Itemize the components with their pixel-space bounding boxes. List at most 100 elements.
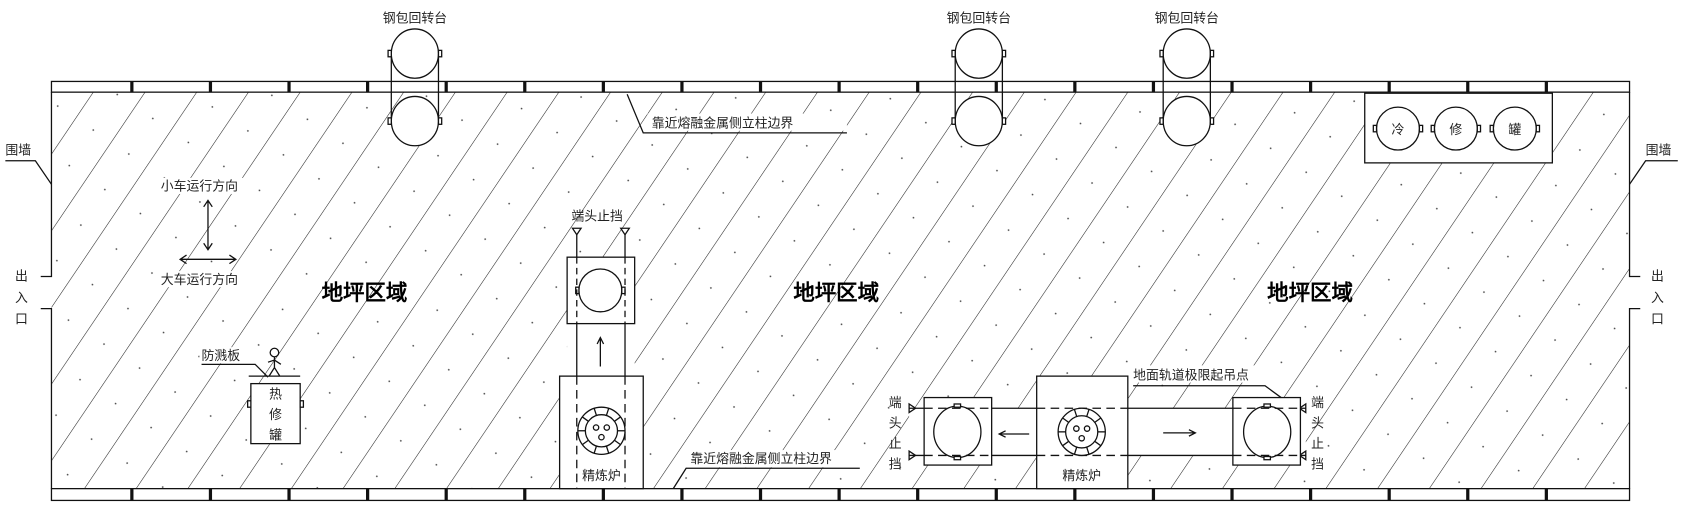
svg-text:修: 修	[1449, 123, 1462, 138]
column-mark	[1230, 488, 1234, 501]
refining-furnace-label: 精炼炉	[582, 469, 621, 484]
svg-text:入: 入	[15, 291, 28, 306]
furnace-icon	[577, 406, 626, 455]
column-mark	[444, 488, 448, 501]
hot-repair-tank	[250, 382, 301, 445]
svg-text:入: 入	[1651, 291, 1664, 306]
arrow-right-icon	[1163, 429, 1197, 437]
direction-arrows	[178, 199, 238, 265]
hot-repair-tank-label: 修	[269, 408, 282, 423]
column-marks	[130, 81, 1548, 501]
end-stop-label: 端头止挡	[571, 210, 622, 225]
ladle-turret-label: 钢包回转台	[947, 12, 1011, 27]
column-mark	[601, 488, 605, 501]
ground-track-limit-leader	[1133, 385, 1282, 399]
column-mark	[1230, 81, 1234, 93]
entrance-label-left: 出 入 口	[15, 270, 28, 328]
column-mark	[1387, 81, 1391, 93]
column-mark	[523, 81, 527, 93]
ground-track-limit-label: 地面轨道极限起吊点	[1133, 368, 1249, 383]
right-wall	[1628, 92, 1641, 489]
splash-guard-label: 防溅板	[202, 348, 241, 364]
svg-text:挡: 挡	[889, 457, 902, 472]
svg-text:端: 端	[1311, 396, 1324, 411]
end-stop-icon	[908, 402, 1307, 461]
column-mark	[994, 81, 998, 93]
svg-text:出: 出	[15, 270, 28, 285]
column-mark	[208, 81, 213, 93]
column-mark	[758, 488, 763, 501]
cold-repair-tank: 冷 修 罐	[1372, 106, 1541, 151]
ladle-turret	[387, 28, 443, 147]
column-mark	[523, 488, 527, 501]
column-mark	[130, 81, 134, 93]
hot-repair-tank-label: 罐	[269, 428, 282, 443]
crane-direction-label: 大车运行方向	[161, 272, 238, 288]
left-wall	[40, 92, 53, 489]
column-mark	[1308, 81, 1313, 93]
column-mark	[366, 81, 370, 93]
column-mark	[837, 488, 841, 501]
column-mark	[130, 488, 134, 501]
wall-label-right: 围墙	[1646, 143, 1672, 158]
column-mark	[994, 488, 998, 501]
column-mark	[1544, 488, 1548, 501]
column-boundary-label-top: 靠近熔融金属侧立柱边界	[652, 116, 794, 132]
svg-text:口: 口	[15, 313, 28, 328]
column-mark	[287, 81, 291, 93]
svg-text:口: 口	[1651, 313, 1664, 328]
entrance-label-right: 出 入 口	[1651, 270, 1664, 328]
svg-text:头: 头	[889, 417, 902, 432]
column-mark	[1387, 488, 1391, 501]
column-mark	[680, 488, 684, 501]
column-mark	[366, 488, 370, 501]
floor-area-label: 地坪区域	[322, 280, 408, 306]
svg-text:出: 出	[1651, 270, 1664, 285]
column-mark	[837, 81, 841, 93]
svg-text:止: 止	[1311, 437, 1324, 452]
column-mark	[1466, 81, 1470, 93]
ladle-turret-label: 钢包回转台	[383, 12, 447, 27]
end-stop-label-right: 端 头 止 挡	[1311, 396, 1324, 472]
refining-furnace-label: 精炼炉	[1062, 469, 1101, 484]
end-stop-icon	[571, 227, 631, 236]
column-mark	[287, 488, 291, 501]
svg-text:罐: 罐	[1508, 123, 1521, 138]
column-mark	[916, 488, 920, 501]
wall-leader-right	[1629, 160, 1678, 185]
arrow-left-icon	[997, 430, 1030, 438]
arrow-up-icon	[596, 336, 605, 367]
column-mark	[444, 81, 448, 93]
column-boundary-leader-bottom	[672, 467, 860, 489]
floor-area-label: 地坪区域	[1267, 280, 1353, 306]
hot-repair-tank-label: 热	[269, 388, 282, 403]
person-icon	[267, 347, 282, 377]
ladle-turret-label: 钢包回转台	[1155, 12, 1219, 27]
column-mark	[1151, 488, 1156, 501]
end-stop-label-left: 端 头 止 挡	[889, 396, 902, 472]
svg-text:止: 止	[889, 437, 902, 452]
column-mark	[1466, 488, 1470, 501]
ladle-turret	[951, 28, 1007, 147]
furnace-icon	[1057, 407, 1106, 457]
column-mark	[1308, 488, 1313, 501]
wall-leader-left	[5, 160, 52, 185]
column-mark	[1544, 81, 1548, 93]
column-mark	[601, 81, 605, 93]
svg-text:冷: 冷	[1392, 123, 1405, 138]
splash-guard-leader	[201, 363, 269, 378]
column-boundary-leader-top	[626, 94, 847, 134]
svg-text:头: 头	[1311, 417, 1324, 432]
trolley-direction-label: 小车运行方向	[161, 179, 238, 195]
wall-label-left: 围墙	[5, 143, 31, 158]
column-mark	[916, 81, 920, 93]
column-mark	[1073, 81, 1077, 93]
column-boundary-label-bottom: 靠近熔融金属侧立柱边界	[690, 451, 832, 467]
svg-text:挡: 挡	[1311, 457, 1324, 472]
column-mark	[680, 81, 684, 93]
column-mark	[1151, 81, 1156, 93]
floor-area-label: 地坪区域	[793, 280, 879, 306]
column-mark	[1073, 488, 1077, 501]
ladle-turret	[1159, 28, 1215, 147]
